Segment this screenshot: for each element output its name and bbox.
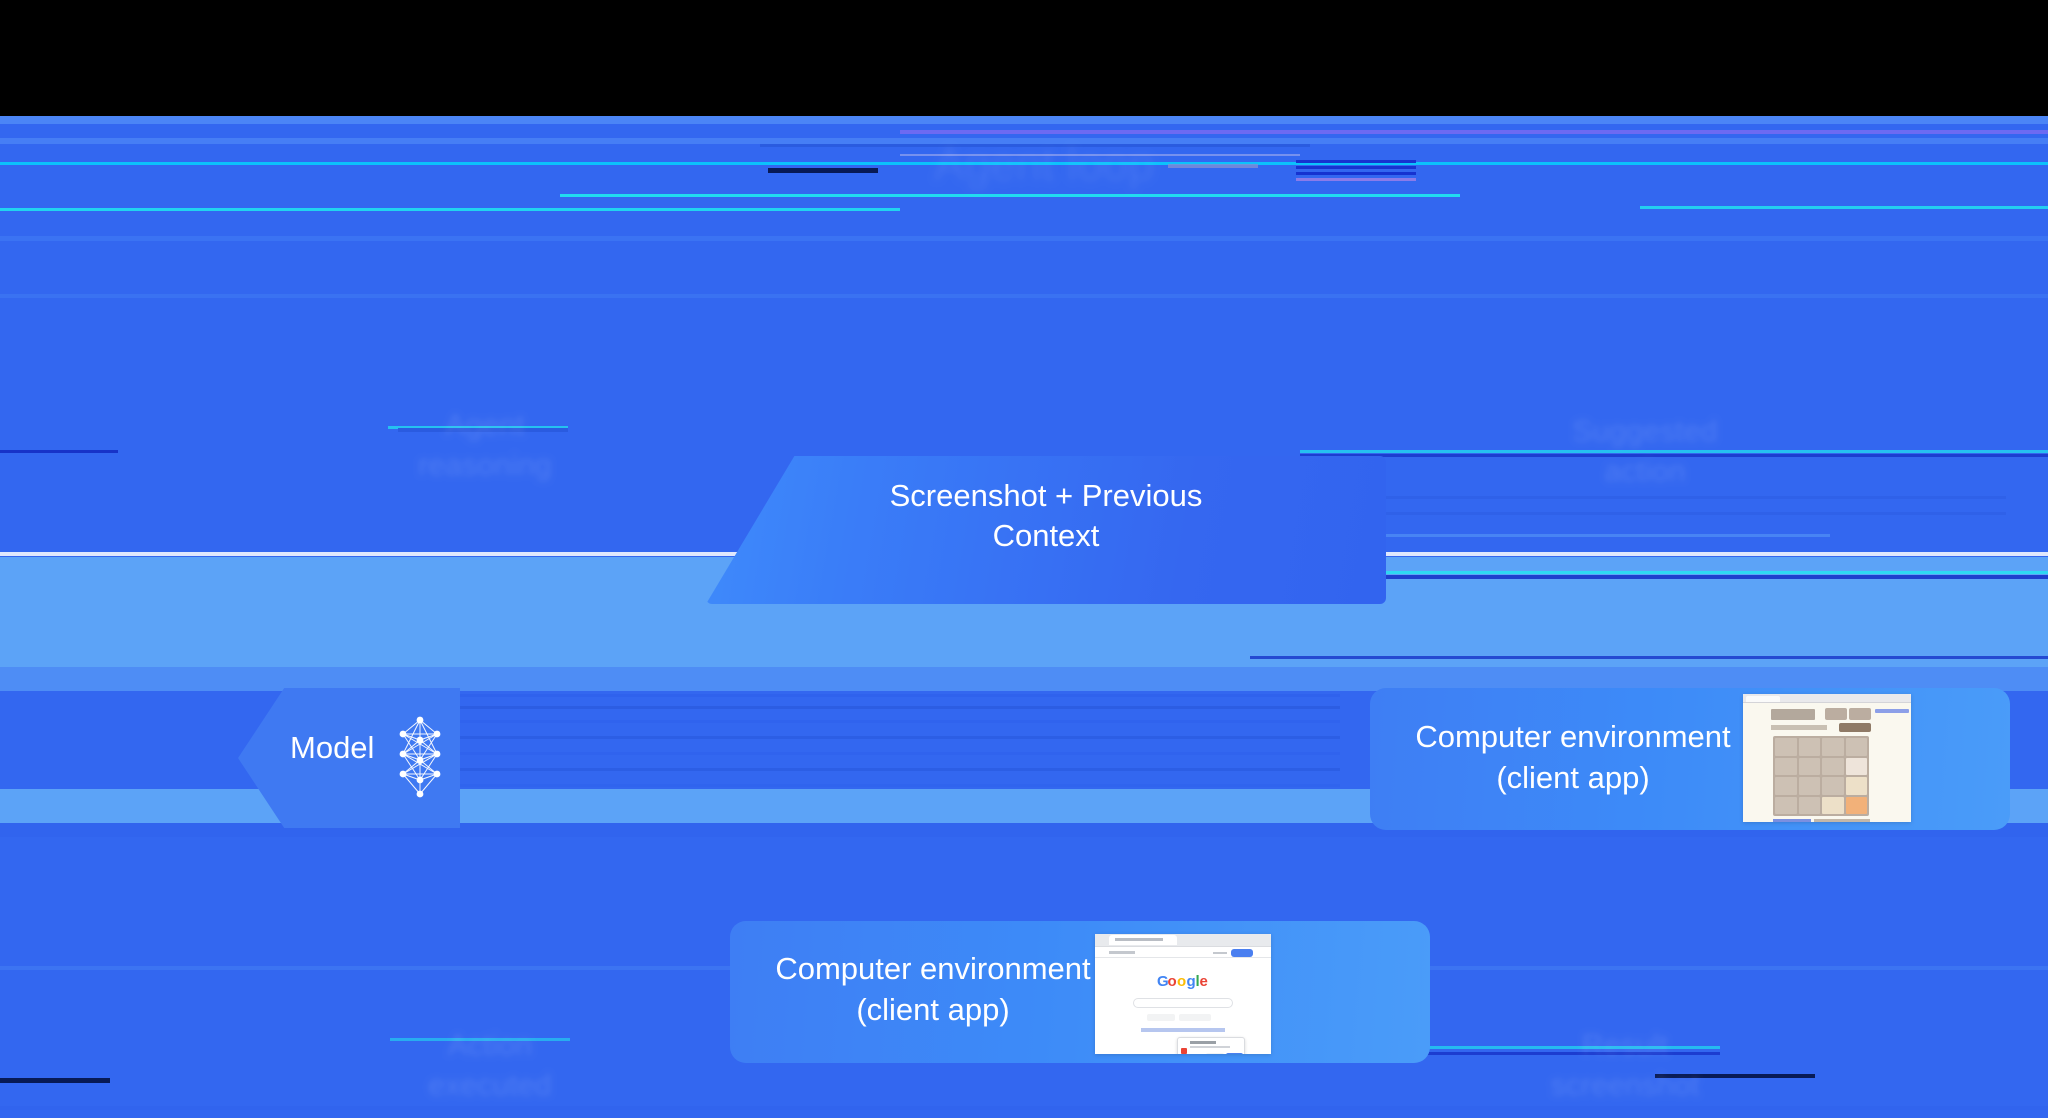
glitch-line [0, 1106, 2048, 1110]
grid-cell [1845, 738, 1867, 756]
glitch-line [440, 736, 1340, 739]
svg-text:e: e [1200, 973, 1208, 990]
google-home-page: G o o g l e [1095, 958, 1271, 1054]
dialog-body [1190, 1046, 1230, 1048]
grid-tile-4 [1822, 796, 1844, 814]
glitch-line [440, 706, 1340, 709]
grid-tile-4 [1845, 777, 1867, 795]
glitch-line [0, 208, 900, 211]
dialog-confirm-button[interactable] [1226, 1053, 1243, 1054]
glitch-line [0, 236, 2048, 241]
model-node-tail [440, 688, 460, 828]
best-score-box [1849, 708, 1871, 720]
grid-cell [1775, 757, 1797, 775]
diagram-body: Agent loop Agent reasoning Suggested act… [0, 116, 2048, 1118]
glitch-line [560, 194, 1460, 197]
glitch-line [440, 784, 1340, 787]
dialog-cancel-button[interactable] [1206, 1053, 1224, 1054]
grid-cell [1822, 777, 1844, 795]
grid-cell [1822, 738, 1844, 756]
grid-cell [1798, 738, 1820, 756]
language-links[interactable] [1141, 1028, 1225, 1032]
browser-tab-title [1115, 938, 1163, 941]
game-2048-page [1743, 703, 1911, 822]
grid-cell [1798, 757, 1820, 775]
footer-text [1814, 819, 1870, 822]
svg-text:l: l [1196, 973, 1200, 990]
grid-tile-2 [1845, 757, 1867, 775]
new-game-button[interactable] [1839, 723, 1871, 732]
game-2048-title [1771, 709, 1815, 720]
glitch-line [440, 768, 1340, 771]
letterbox-bar [0, 0, 2048, 116]
dialog-icon [1181, 1041, 1187, 1054]
svg-text:o: o [1168, 973, 1177, 990]
glitch-text-right-upper: Suggested action [1572, 415, 1718, 488]
grid-cell [1775, 738, 1797, 756]
glitch-line [440, 694, 1340, 697]
glitch-text-left-upper: Agent reasoning [418, 409, 552, 482]
google-search-button[interactable] [1147, 1014, 1175, 1021]
context-node-label: Screenshot + Previous Context [889, 478, 1203, 553]
grid-cell [1798, 777, 1820, 795]
svg-text:g: g [1187, 973, 1196, 990]
popup-dialog[interactable] [1177, 1037, 1245, 1054]
environment-label-upper: Computer environment (client app) [1415, 719, 1731, 795]
glitch-text-left-lower: Action executed [428, 1029, 552, 1102]
band-model-row-edge [0, 667, 2048, 691]
footer-link[interactable] [1773, 819, 1811, 822]
glitch-line [900, 130, 2048, 134]
search-input[interactable] [1133, 998, 1233, 1008]
grid-cell [1775, 777, 1797, 795]
google-logo: G o o g l e [1157, 972, 1209, 991]
environment-card-lower[interactable] [730, 921, 1430, 1063]
glitch-text-top: Agent loop [934, 138, 1154, 190]
browser-chrome-bar [1743, 694, 1911, 703]
page-link[interactable] [1875, 709, 1909, 713]
browser-omnibox[interactable] [1095, 947, 1271, 958]
thumbnail-google-search[interactable]: G o o g l e [1095, 934, 1271, 1054]
browser-tab [1746, 695, 1780, 702]
glitch-line [0, 294, 2048, 298]
glitch-line [440, 720, 1340, 723]
score-box [1825, 708, 1847, 720]
dialog-title [1190, 1041, 1216, 1044]
toolbar-dots [1213, 952, 1227, 954]
glitch-line [440, 752, 1340, 755]
environment-label-lower: Computer environment (client app) [775, 951, 1091, 1027]
url-text [1109, 951, 1135, 954]
svg-text:o: o [1177, 973, 1186, 990]
svg-text:G: G [1157, 973, 1169, 990]
glitch-line [1640, 206, 2048, 209]
glitch-text-right-lower: Result screenshot [1550, 1029, 1700, 1102]
glitch-line [0, 116, 2048, 124]
model-node-label: Model [290, 730, 375, 765]
game-2048-grid [1773, 736, 1869, 816]
neural-network-icon [395, 714, 445, 800]
page-subtitle [1771, 725, 1827, 730]
grid-cell [1798, 796, 1820, 814]
feeling-lucky-button[interactable] [1179, 1014, 1211, 1021]
context-node-shape[interactable] [706, 456, 1386, 604]
thumbnail-2048-game[interactable] [1743, 694, 1911, 822]
glitch-line [0, 1078, 110, 1083]
grid-tile-8 [1845, 796, 1867, 814]
grid-cell [1775, 796, 1797, 814]
sign-in-button[interactable] [1231, 949, 1253, 957]
grid-cell [1822, 757, 1844, 775]
